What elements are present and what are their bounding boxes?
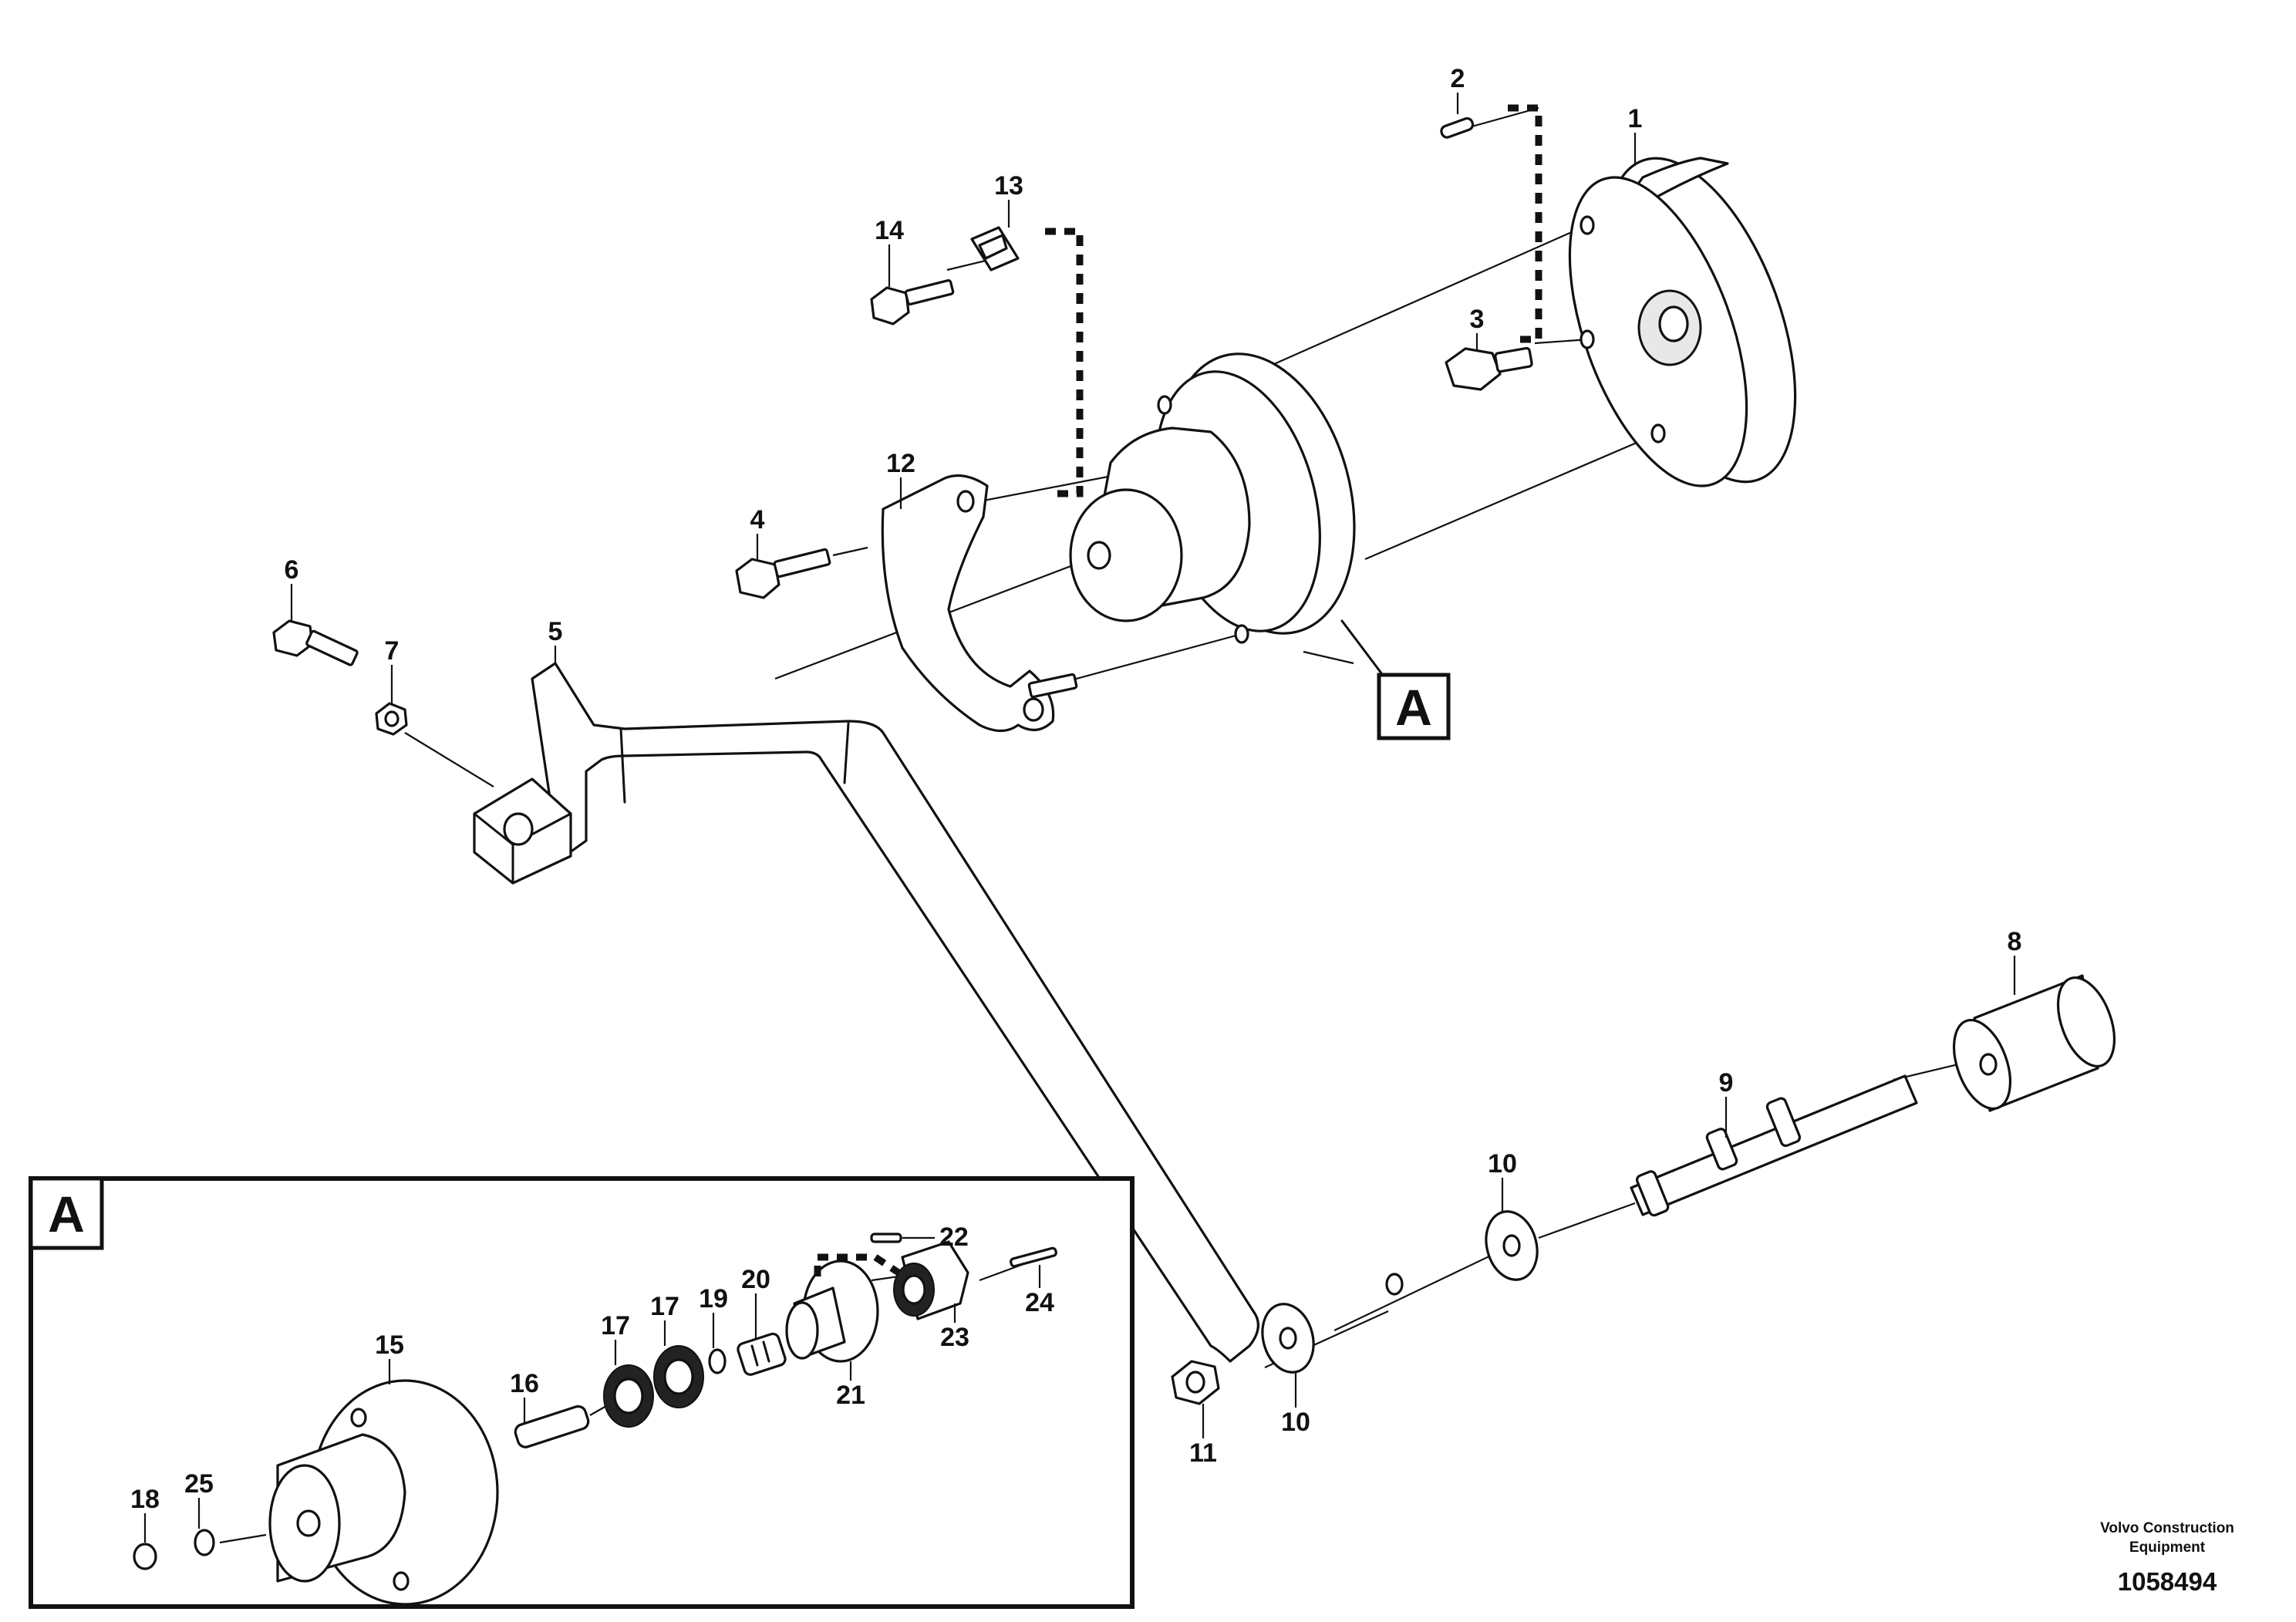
nut-18 bbox=[133, 1543, 157, 1570]
shaft-9 bbox=[1630, 1074, 1918, 1217]
callout-3: 3 bbox=[1470, 305, 1485, 334]
company-line-2: Equipment bbox=[2129, 1539, 2206, 1556]
callout-24: 24 bbox=[1025, 1288, 1054, 1317]
inset-bracket-line bbox=[814, 1253, 901, 1276]
pin-16 bbox=[514, 1404, 590, 1448]
bolt-14 bbox=[870, 279, 955, 325]
bearing-17-b bbox=[653, 1345, 704, 1408]
sensor-23 bbox=[893, 1240, 969, 1320]
callout-25: 25 bbox=[184, 1469, 214, 1499]
callout-15: 15 bbox=[375, 1330, 404, 1360]
ring-19 bbox=[708, 1348, 727, 1374]
callout-23: 23 bbox=[940, 1323, 969, 1352]
callout-labels: 1 2 3 4 5 6 7 8 9 10 10 11 12 13 14 15 1… bbox=[130, 64, 2021, 1543]
callout-18: 18 bbox=[130, 1485, 160, 1514]
callout-6: 6 bbox=[285, 555, 299, 585]
callout-4: 4 bbox=[750, 505, 765, 534]
callout-16: 16 bbox=[510, 1369, 539, 1398]
spacer-8 bbox=[1952, 974, 2116, 1112]
hub-bracket bbox=[881, 474, 1055, 733]
washer-10-lower bbox=[1261, 1303, 1315, 1374]
bracket-lines bbox=[1045, 104, 1542, 497]
bearing-17-a bbox=[603, 1364, 654, 1428]
sleeve-20 bbox=[737, 1332, 787, 1376]
document-number: 1058494 bbox=[2118, 1567, 2217, 1596]
callout-9: 9 bbox=[1719, 1068, 1734, 1098]
callout-5: 5 bbox=[548, 617, 563, 646]
callout-7: 7 bbox=[385, 636, 400, 666]
callout-22: 22 bbox=[939, 1222, 969, 1252]
callout-11: 11 bbox=[1189, 1438, 1217, 1468]
housing-21 bbox=[785, 1259, 879, 1363]
callout-21: 21 bbox=[836, 1381, 865, 1410]
support-arm bbox=[473, 662, 1404, 1363]
callout-14: 14 bbox=[875, 216, 904, 245]
callout-17a: 17 bbox=[601, 1311, 630, 1340]
nut-11 bbox=[1171, 1360, 1220, 1405]
svg-text:A: A bbox=[48, 1185, 85, 1243]
callout-1: 1 bbox=[1628, 104, 1643, 133]
detail-leader bbox=[1340, 619, 1386, 679]
callout-8: 8 bbox=[2008, 927, 2022, 956]
washer-10-upper bbox=[1485, 1210, 1539, 1281]
callout-10-upper: 10 bbox=[1488, 1149, 1517, 1179]
screw-22 bbox=[870, 1233, 902, 1243]
hub-15 bbox=[268, 1379, 499, 1606]
clip-13 bbox=[970, 226, 1020, 271]
bolt-6 bbox=[272, 619, 359, 666]
detail-marker-a: A bbox=[1377, 673, 1451, 740]
inset-detail-a: A bbox=[29, 1176, 1135, 1609]
callout-12: 12 bbox=[886, 449, 915, 478]
callout-20: 20 bbox=[741, 1265, 770, 1294]
screw-24 bbox=[1010, 1246, 1057, 1268]
screw-3 bbox=[1445, 346, 1533, 391]
callout-10-lower: 10 bbox=[1281, 1408, 1310, 1437]
screw-12-bottom bbox=[1027, 673, 1078, 699]
pin-2 bbox=[1440, 116, 1475, 139]
footer: Volvo Construction Equipment 1058494 bbox=[2100, 1520, 2234, 1596]
callout-17b: 17 bbox=[650, 1292, 679, 1321]
callout-2: 2 bbox=[1451, 64, 1465, 93]
company-line-1: Volvo Construction bbox=[2100, 1520, 2234, 1536]
pulley-disc bbox=[1568, 157, 1797, 487]
hub-assembly bbox=[1069, 352, 1356, 644]
callout-19: 19 bbox=[699, 1284, 728, 1313]
washer-25 bbox=[194, 1529, 215, 1556]
bolt-4 bbox=[735, 548, 831, 599]
nut-7 bbox=[375, 702, 408, 736]
callout-13: 13 bbox=[994, 171, 1023, 201]
svg-text:A: A bbox=[1395, 679, 1432, 736]
